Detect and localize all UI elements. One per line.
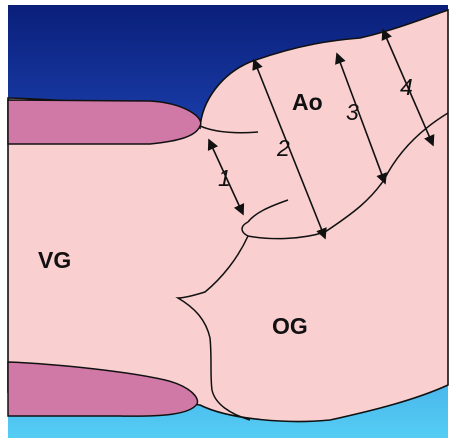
atrium-label: OG [272,313,308,339]
ventricle-label: VG [38,247,71,273]
upper-valve-leaflet [8,100,201,144]
measurement-label-2: 2 [276,135,290,161]
measurement-label-1: 1 [218,165,231,191]
aorta-label: Ao [292,89,323,115]
measurement-label-3: 3 [346,99,359,125]
measurement-label-4: 4 [400,74,413,100]
